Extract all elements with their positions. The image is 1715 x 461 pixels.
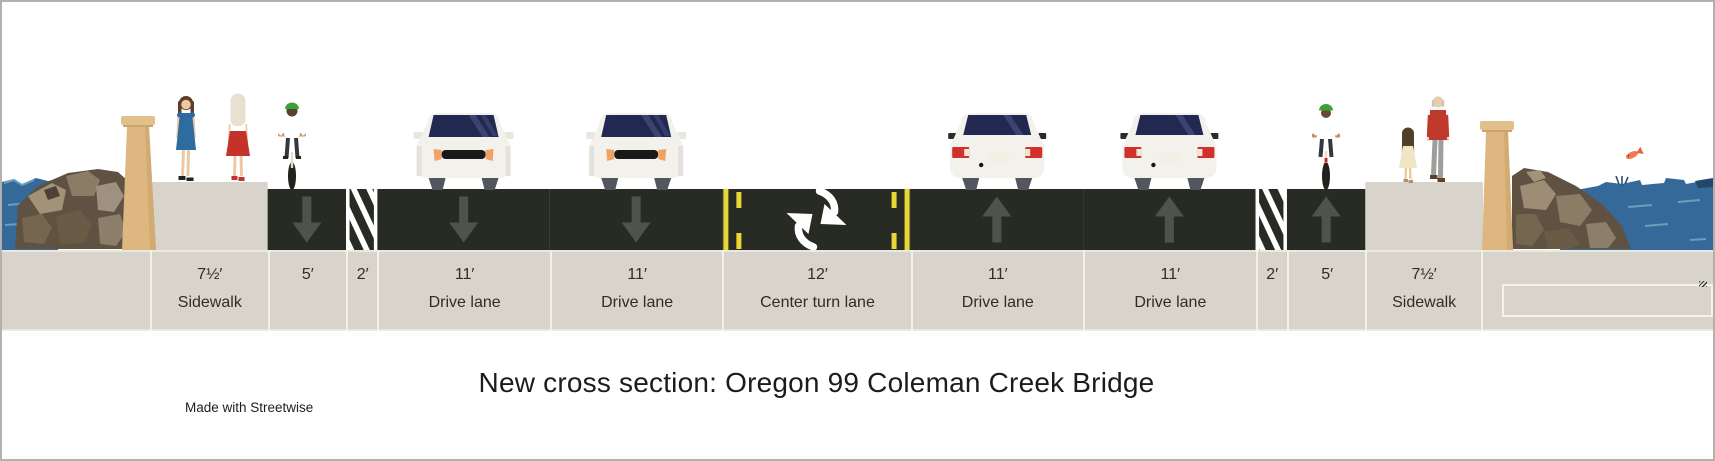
lane-name-label: Drive lane: [1134, 294, 1207, 311]
lane-cell-center-turn-lane[interactable]: 12′ Center turn lane: [722, 250, 910, 331]
lane-width-label: 12′: [807, 266, 828, 283]
empty-label-box[interactable]: [1502, 281, 1713, 317]
diagram-title: New cross section: Oregon 99 Coleman Cre…: [478, 367, 1155, 398]
car-front-lane-1: [413, 113, 514, 190]
lane-cell-drive-lane-1[interactable]: 11′ Drive lane: [377, 250, 550, 331]
wave-marks: [1627, 199, 1707, 241]
lane-width-label: 5′: [301, 266, 314, 283]
bridge-pillar-right: [1480, 121, 1514, 250]
pedestrian-adult-red-sweater: [1426, 96, 1450, 182]
jumping-fish: [1625, 146, 1644, 159]
cyclist-right: [1311, 104, 1341, 190]
car-rear-lane-4: [1120, 113, 1219, 190]
lane-cell-buffer-left[interactable]: 2′: [346, 250, 377, 331]
lane-width-label: 5′: [1321, 266, 1334, 283]
lane-width-label: 11′: [1160, 266, 1181, 283]
lane-cell-drive-lane-4[interactable]: 11′ Drive lane: [1083, 250, 1256, 331]
lane-cell-bike-lane-right[interactable]: 5′: [1286, 250, 1365, 331]
resize-grip-icon[interactable]: [1699, 281, 1707, 287]
lane-name-label: Drive lane: [601, 294, 674, 311]
lane-name-label: Drive lane: [961, 294, 1034, 311]
lane-name-label: Sidewalk: [177, 294, 242, 311]
lane-cell-buffer-right[interactable]: 2′: [1255, 250, 1287, 331]
pedestrian-child: [1399, 127, 1417, 183]
rocks-left: [15, 169, 128, 249]
bridge-pillar-left: [121, 116, 156, 250]
lane-width-label: 11′: [454, 266, 475, 283]
lane-name-label: Sidewalk: [1392, 294, 1457, 311]
lane-name-label: Center turn lane: [760, 294, 875, 311]
pedestrian-woman-red-skirt: [226, 93, 250, 181]
pedestrian-woman-blue-dress: [176, 96, 196, 181]
lane-width-label: 2′: [356, 266, 369, 283]
cyclist-left: [278, 102, 306, 190]
dark-ripple: [1695, 178, 1713, 188]
lane-cell-bike-lane-left[interactable]: 5′: [267, 250, 346, 331]
car-front-lane-2: [586, 113, 687, 190]
dimension-band: 7½′ Sidewalk 5′ 2′ 11′ Drive lane 11′ Drive lan…: [150, 250, 1483, 331]
lane-width-label: 11′: [627, 266, 647, 283]
car-rear-lane-3: [948, 113, 1047, 190]
lane-cell-drive-lane-3[interactable]: 11′ Drive lane: [910, 250, 1084, 331]
lane-name-label: Drive lane: [428, 294, 501, 311]
lane-cell-drive-lane-2[interactable]: 11′ Drive lane: [549, 250, 723, 331]
lane-cell-sidewalk-right[interactable]: 7½′ Sidewalk: [1365, 250, 1483, 331]
lane-width-label: 2′: [1266, 266, 1279, 283]
credit-link[interactable]: Made with Streetwise: [185, 400, 314, 415]
dimension-band-background: [2, 250, 1713, 331]
lane-width-label: 7½′: [1411, 266, 1437, 283]
lane-width-label: 11′: [988, 266, 1008, 283]
lane-width-label: 7½′: [197, 266, 223, 283]
lane-cell-sidewalk-left[interactable]: 7½′ Sidewalk: [150, 250, 268, 331]
wave-crest: [3, 178, 35, 187]
rocks-right: [1512, 168, 1631, 249]
right-waterfront: [1512, 146, 1713, 250]
splash: [1615, 175, 1629, 185]
left-waterfront: [2, 169, 128, 250]
